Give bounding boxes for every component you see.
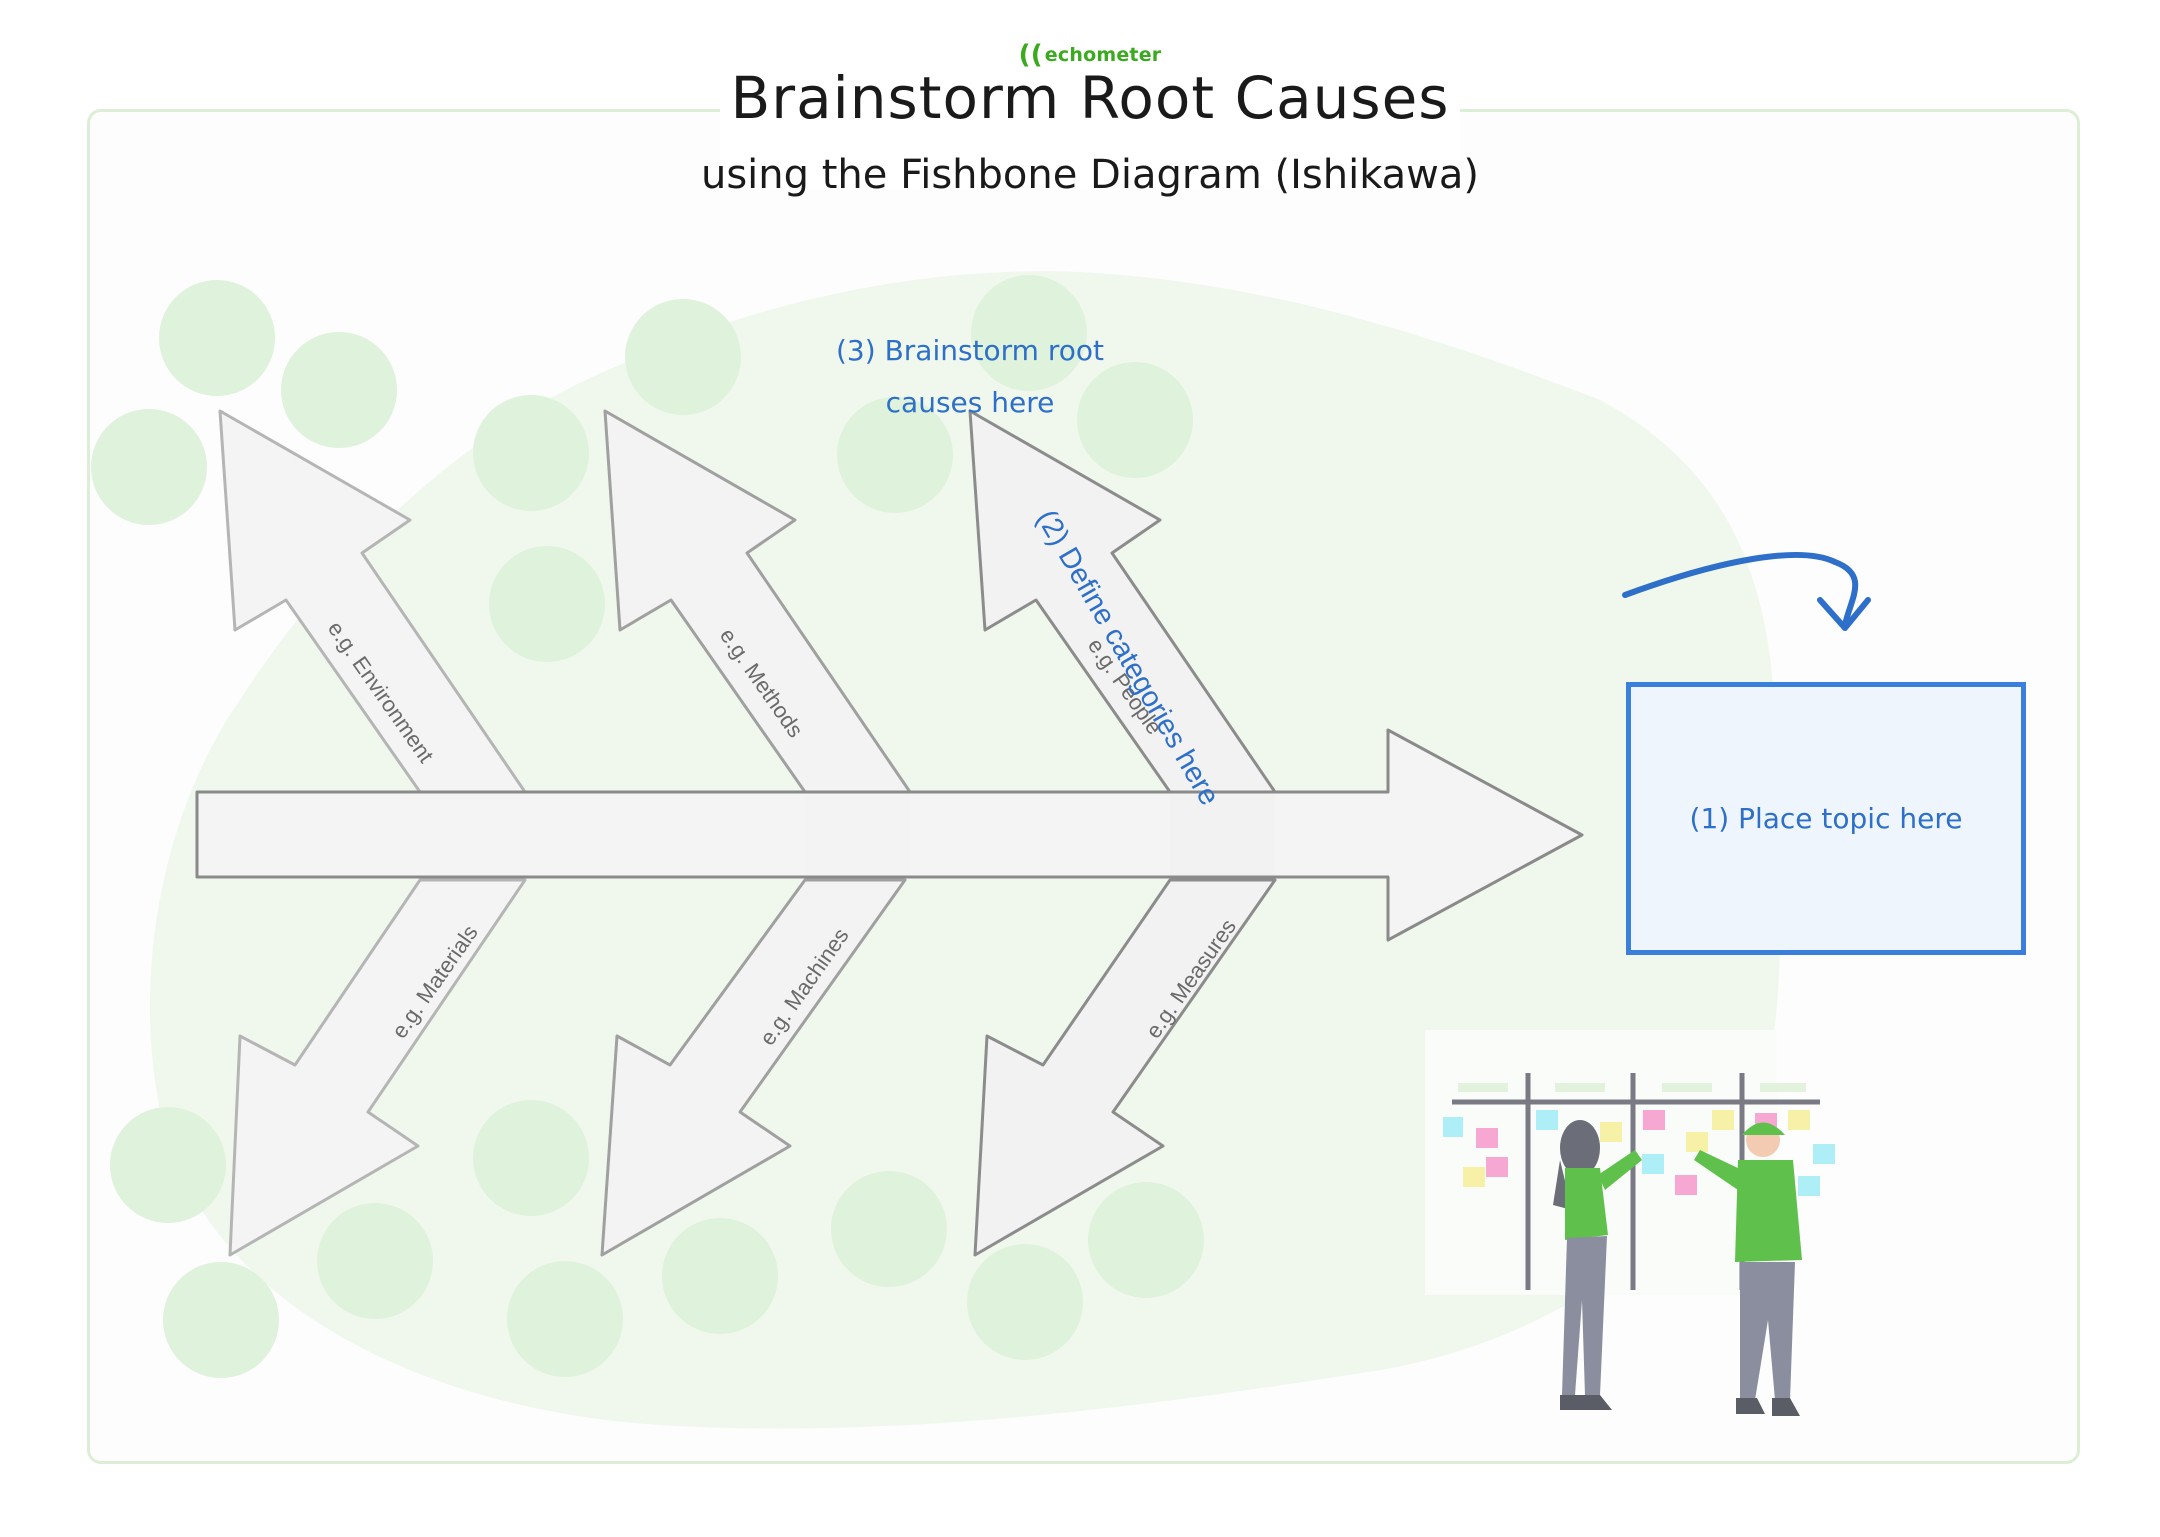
bone-methods[interactable] <box>603 409 912 794</box>
instruction-brainstorm-line1: (3) Brainstorm root <box>836 334 1104 367</box>
logo-text: echometer <box>1044 44 1162 66</box>
bubble[interactable] <box>507 1261 623 1377</box>
topic-box[interactable]: (1) Place topic here <box>1626 682 2026 955</box>
bubble[interactable] <box>91 409 207 525</box>
root-cause-bubbles <box>91 275 1204 1378</box>
bubble[interactable] <box>967 1244 1083 1360</box>
bubble[interactable] <box>662 1218 778 1334</box>
curved-arrow-icon <box>1622 551 1871 631</box>
bubble[interactable] <box>159 280 275 396</box>
illustration-team-board <box>1425 1030 1835 1416</box>
instruction-brainstorm-line2: causes here <box>885 386 1055 419</box>
bone-materials[interactable] <box>228 878 527 1257</box>
bubble[interactable] <box>971 275 1087 391</box>
bubble[interactable] <box>1077 362 1193 478</box>
bubble[interactable] <box>625 299 741 415</box>
bubble[interactable] <box>473 1100 589 1216</box>
echometer-logo: ((echometer <box>720 40 1460 70</box>
bubble[interactable] <box>110 1107 226 1223</box>
bubble[interactable] <box>1088 1182 1204 1298</box>
topic-placeholder: (1) Place topic here <box>1689 802 1963 835</box>
bubble[interactable] <box>837 397 953 513</box>
person-left <box>1553 1120 1642 1410</box>
bone-measures[interactable] <box>973 878 1277 1257</box>
header: ((echometer Brainstorm Root Causes using… <box>701 40 1479 198</box>
bone-environment[interactable] <box>218 409 527 794</box>
instruction-brainstorm: (3) Brainstorm root causes here <box>800 325 1140 429</box>
bone-people[interactable] <box>968 409 1277 794</box>
bubble[interactable] <box>317 1203 433 1319</box>
person-right <box>1694 1122 1802 1416</box>
page-title: Brainstorm Root Causes <box>730 64 1450 132</box>
bubble[interactable] <box>831 1171 947 1287</box>
bone-machines[interactable] <box>600 878 907 1257</box>
bubble[interactable] <box>473 395 589 511</box>
bubble[interactable] <box>163 1262 279 1378</box>
echometer-logo-icon: (( <box>1018 40 1043 70</box>
bubble[interactable] <box>281 332 397 448</box>
page-subtitle: using the Fishbone Diagram (Ishikawa) <box>700 152 1480 198</box>
bubble[interactable] <box>489 546 605 662</box>
